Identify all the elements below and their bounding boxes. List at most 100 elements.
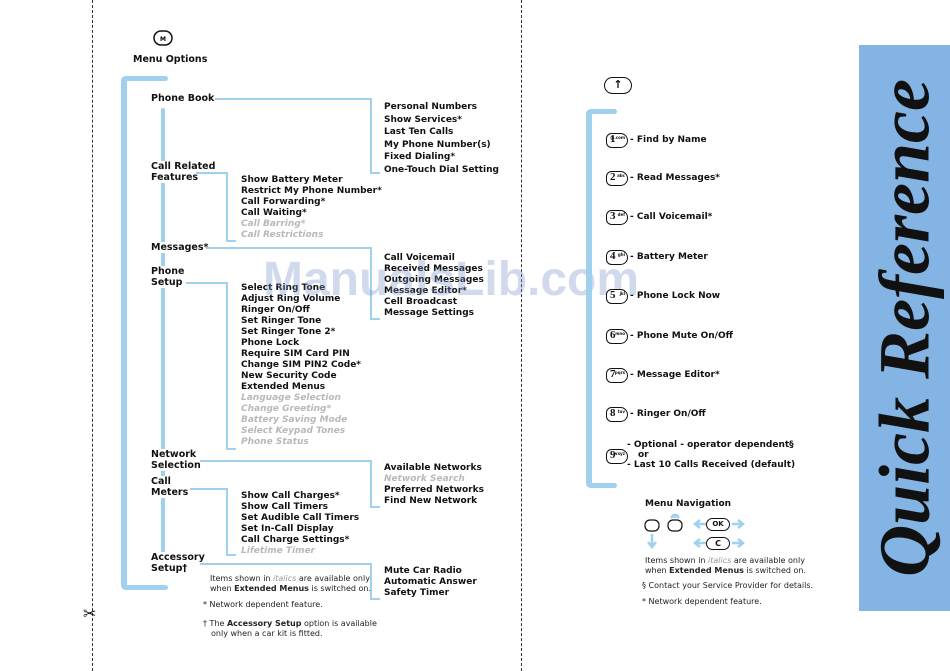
bracket-messages (370, 247, 372, 319)
list-item: Show Battery Meter (241, 175, 343, 185)
quick-item-label: - Message Editor* (630, 370, 720, 380)
connector-messages (206, 247, 370, 249)
list-item: Message Editor* (384, 286, 467, 296)
quick-item-label: - Phone Mute On/Off (630, 331, 733, 341)
accessory-note: † The Accessory Setup option is availabl… (203, 619, 377, 638)
bracket-call-related-foot (226, 240, 236, 242)
list-item: Adjust Ring Volume (241, 294, 341, 304)
bracket-call-related (226, 172, 228, 240)
category-call-related: Call Related Features (151, 161, 216, 183)
bracket-phone-setup-foot (226, 448, 236, 450)
list-item: Cell Broadcast (384, 297, 458, 307)
quick-item-label: - Find by Name (630, 135, 707, 145)
list-item: Select Keypad Tones (241, 426, 346, 436)
list-item: Safety Timer (384, 588, 450, 598)
quick-item-label: - Read Messages* (630, 173, 721, 183)
list-item: One-Touch Dial Setting (384, 164, 499, 175)
list-item: Phone Lock (241, 338, 300, 348)
list-item: Mute Car Radio (384, 566, 462, 576)
bracket-call-meters (226, 488, 228, 555)
list-item: Call Restrictions (241, 230, 324, 240)
connector-phone-book (215, 98, 370, 100)
list-item: Show Call Charges* (241, 491, 340, 501)
quick-item-label: - Phone Lock Now (630, 291, 721, 301)
connector-accessory (200, 563, 370, 565)
category-accessory: Accessory Setup† (151, 552, 205, 574)
left-cut-line (92, 0, 93, 671)
bracket-call-meters-foot (226, 554, 236, 556)
ok-key-icon: OK (706, 518, 730, 531)
list-item: Set Audible Call Timers (241, 513, 360, 523)
quick-item-label: - Optional - operator dependent§ (627, 440, 794, 450)
list-item: Require SIM Card PIN (241, 349, 350, 359)
list-item: Call Waiting* (241, 208, 307, 218)
list-item: Show Services* (384, 114, 462, 125)
list-item: Language Selection (241, 393, 341, 403)
list-item: Call Charge Settings* (241, 535, 350, 545)
list-item: Ringer On/Off (241, 305, 310, 315)
svg-text:M: M (160, 36, 166, 43)
up-key-icon: ↑ (604, 77, 632, 94)
menu-navigation-title: Menu Navigation (645, 499, 732, 509)
main-bar-top (124, 76, 168, 81)
connector-phone-setup (186, 282, 226, 284)
list-item: Restrict My Phone Number* (241, 186, 382, 196)
network-dependent-note-right: * Network dependent feature. (642, 597, 762, 606)
quick-item-or: or (638, 450, 649, 460)
list-item: Last Ten Calls (384, 127, 454, 137)
menu-key-icon: M (153, 30, 173, 50)
list-item: Change SIM PIN2 Code* (241, 360, 362, 370)
list-item: Personal Numbers (384, 102, 478, 112)
bracket-accessory (370, 563, 372, 599)
list-item: Battery Saving Mode (241, 415, 348, 425)
network-dependent-note-left: * Network dependent feature. (203, 600, 323, 609)
bracket-accessory-foot (370, 598, 380, 600)
menu-navigation-diagram (644, 510, 754, 556)
list-item: Call Voicemail (384, 253, 455, 263)
bracket-phone-book-foot (370, 172, 380, 174)
italics-note-left: Items shown in italics are available onl… (210, 574, 372, 593)
list-item: Lifetime Timer (241, 546, 315, 556)
category-network: Network Selection (151, 449, 201, 471)
category-phone-book: Phone Book (151, 93, 215, 104)
list-item: Change Greeting* (241, 404, 332, 414)
list-item: Network Search (384, 474, 465, 484)
list-item: My Phone Number(s) (384, 139, 491, 150)
quick-item-label: - Call Voicemail* (630, 212, 713, 222)
list-item: Select Ring Tone (241, 283, 326, 293)
quick-reference-title: Quick Reference (864, 79, 945, 577)
list-item: Call Forwarding* (241, 197, 326, 207)
quick-dial-bar-bottom (589, 483, 617, 488)
connector-network (200, 460, 370, 462)
quick-item-label: - Ringer On/Off (630, 409, 706, 419)
list-item: Preferred Networks (384, 485, 484, 495)
quick-item-label: - Battery Meter (630, 252, 708, 262)
quick-dial-bar-top (589, 109, 617, 114)
list-item: New Security Code (241, 371, 337, 381)
main-bar-bottom (124, 585, 168, 590)
category-bar (161, 108, 165, 553)
list-item: Fixed Dialing* (384, 152, 456, 162)
category-messages: Messages* (151, 242, 209, 253)
menu-options-label: Menu Options (133, 54, 208, 65)
watermark: ManualsLib.com (263, 253, 640, 306)
key-1-icon: 1@.com (606, 133, 628, 148)
c-key-icon: C (706, 537, 730, 550)
list-item: Extended Menus (241, 382, 326, 392)
bracket-messages-foot (370, 318, 380, 320)
list-item: Message Settings (384, 308, 475, 318)
list-item: Automatic Answer (384, 577, 477, 587)
quick-item-label: - Last 10 Calls Received (default) (627, 460, 796, 470)
connector-call-related (196, 172, 226, 174)
list-item: Find New Network (384, 496, 478, 506)
bracket-phone-setup (226, 282, 228, 449)
bracket-network-foot (370, 506, 380, 508)
bracket-network (370, 460, 372, 507)
quick-dial-bar (586, 109, 592, 488)
connector-call-meters (190, 488, 226, 490)
